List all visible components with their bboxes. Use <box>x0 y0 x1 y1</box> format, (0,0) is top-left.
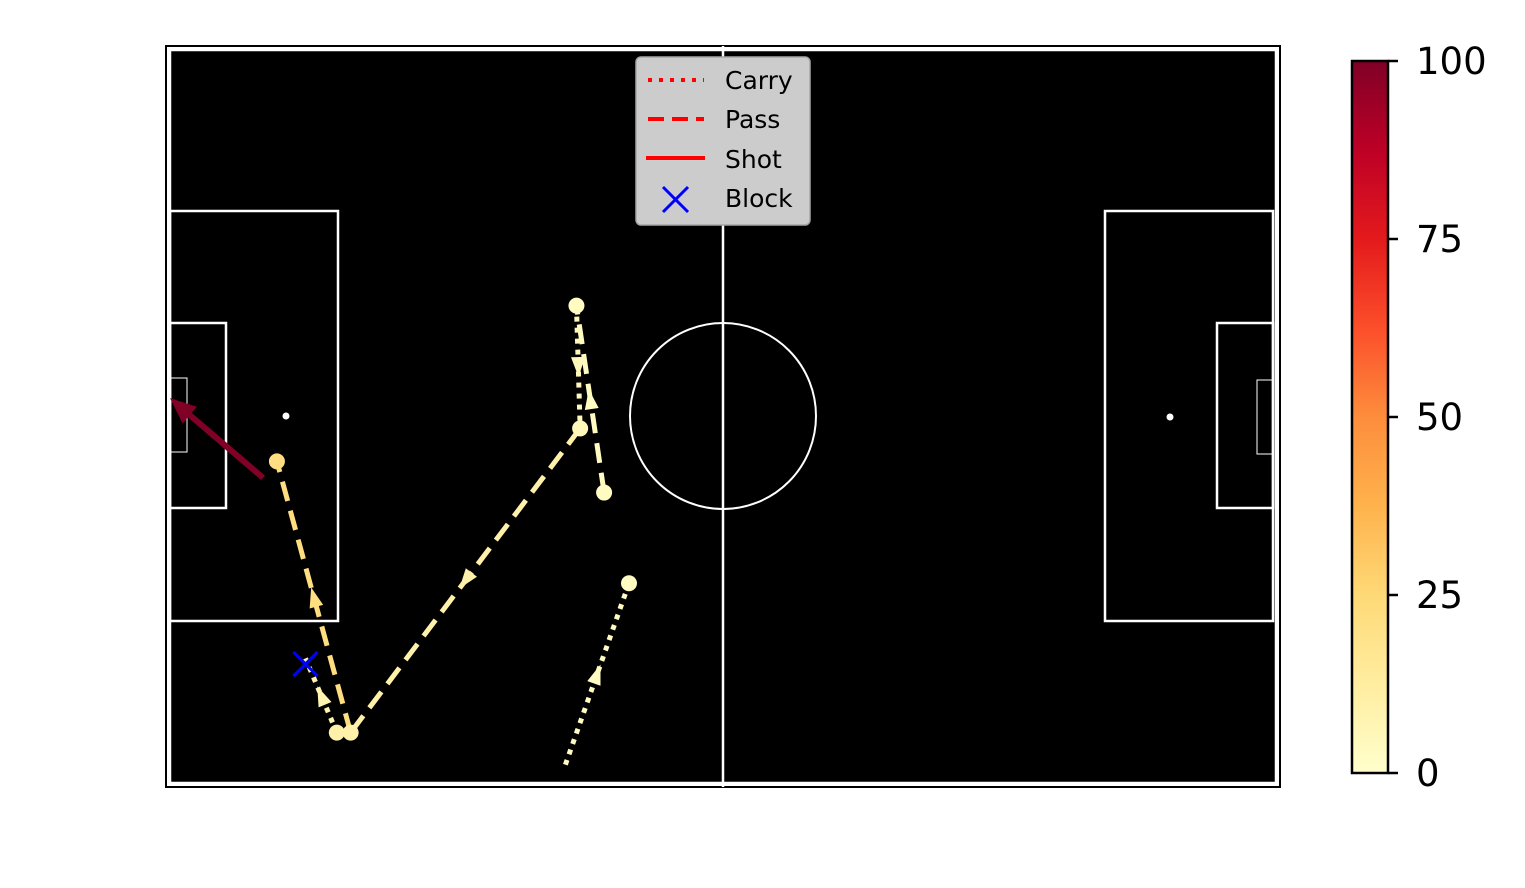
colorbar-ticks: 0 25 50 75 100 <box>1388 40 1487 795</box>
event-carry-direction-arrow <box>587 664 601 686</box>
event-point <box>342 724 359 741</box>
left-penalty-spot <box>282 412 290 420</box>
centre-circle <box>629 322 817 510</box>
colorbar-tick-label: 0 <box>1416 752 1440 795</box>
event-shot-line <box>187 412 266 481</box>
event-pass-direction-arrow <box>584 389 599 411</box>
legend: Carry Pass Shot Block <box>635 56 811 226</box>
colorbar-tick-label: 75 <box>1416 218 1463 261</box>
event-carry-direction-arrow <box>317 686 332 708</box>
legend-label-block: Block <box>725 184 793 213</box>
right-penalty-spot <box>1166 413 1174 421</box>
event-point <box>596 484 613 501</box>
legend-label-pass: Pass <box>725 105 780 134</box>
colorbar-tick-label: 25 <box>1416 574 1463 617</box>
block-marker <box>292 650 319 677</box>
event-pass-direction-arrow <box>309 587 324 609</box>
block-layer <box>292 650 319 677</box>
colorbar-gradient <box>1350 59 1390 775</box>
event-carry-direction-arrow <box>571 356 585 378</box>
colorbar: 0 25 50 75 100 <box>1350 40 1487 795</box>
legend-label-shot: Shot <box>725 145 782 174</box>
event-carry-line <box>573 305 583 429</box>
event-point <box>572 420 589 437</box>
event-shot-arrowhead <box>170 398 197 424</box>
event-pass-direction-arrow <box>459 568 478 589</box>
point-layer <box>268 297 637 741</box>
legend-swatch-block <box>661 185 690 214</box>
event-point <box>328 724 345 741</box>
event-point <box>568 297 585 314</box>
legend-label-carry: Carry <box>725 66 793 95</box>
colorbar-tick-label: 100 <box>1416 40 1487 83</box>
right-goal <box>1256 379 1274 455</box>
colorbar-tick-label: 50 <box>1416 396 1463 439</box>
event-point <box>620 575 637 592</box>
event-pass-line <box>274 460 354 734</box>
legend-box <box>635 56 811 226</box>
event-point <box>268 453 285 470</box>
